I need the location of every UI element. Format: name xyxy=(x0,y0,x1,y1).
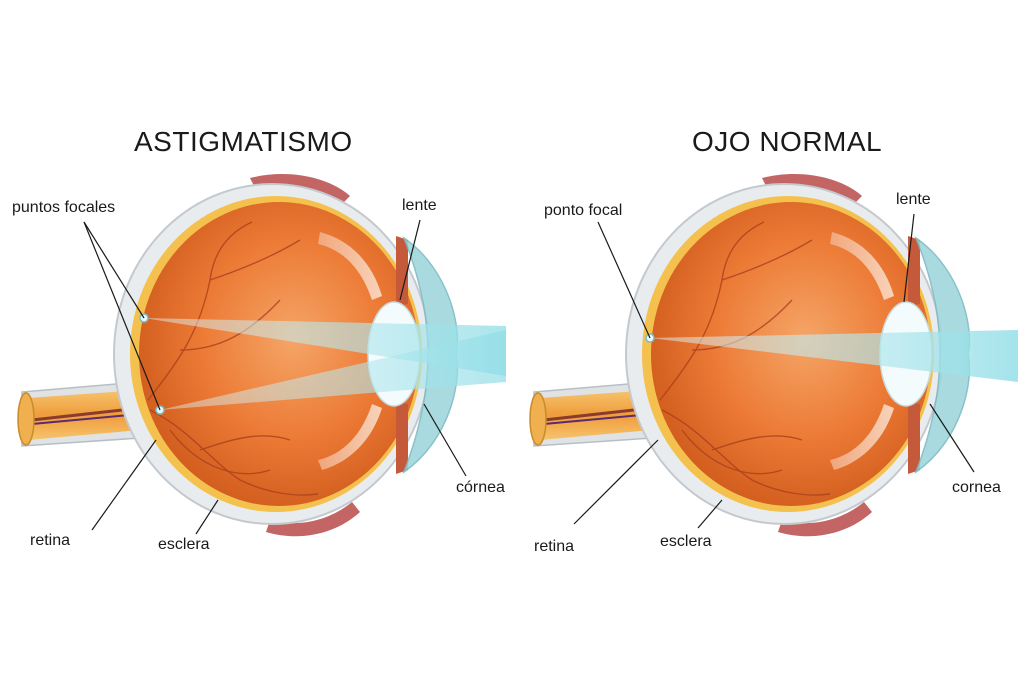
blood-vessels xyxy=(659,221,831,496)
astigmatism-eye-illustration xyxy=(17,174,506,537)
lens-label: lente xyxy=(896,191,931,208)
retina-label: retina xyxy=(30,532,71,549)
retina-label: retina xyxy=(534,538,575,555)
optic-nerve xyxy=(529,381,653,447)
iris xyxy=(396,236,408,306)
astigmatism-panel: ASTIGMATISMO puntos focales lente córnea… xyxy=(12,126,506,553)
lower-muscle xyxy=(778,502,872,537)
ciliary-body xyxy=(830,232,894,470)
iris xyxy=(908,236,920,306)
ciliary-body xyxy=(318,232,382,470)
cornea-label: córnea xyxy=(456,479,505,496)
iris-lower xyxy=(908,402,920,474)
cornea-label: cornea xyxy=(952,479,1001,496)
panel-title: OJO NORMAL xyxy=(692,126,883,157)
leader-lines xyxy=(83,219,467,535)
sclera-label: esclera xyxy=(158,536,210,553)
focal-point-label: ponto focal xyxy=(544,202,623,219)
normal-eye-panel: OJO NORMAL ponto focal lente cornea reti… xyxy=(512,0,1024,692)
lower-muscle xyxy=(266,502,360,537)
light-beams xyxy=(650,330,1018,382)
upper-muscle xyxy=(250,174,350,206)
blood-vessels xyxy=(147,221,319,496)
iris-lower xyxy=(396,402,408,474)
sclera-label: esclera xyxy=(660,533,712,550)
focal-points-label: puntos focales xyxy=(12,199,116,216)
lens-label: lente xyxy=(402,197,437,214)
light-beams xyxy=(144,318,506,410)
panel-title: ASTIGMATISMO xyxy=(134,126,353,157)
normal-eye-illustration xyxy=(529,174,1018,537)
leader-lines xyxy=(573,213,975,529)
vitreous-body xyxy=(139,202,419,506)
upper-muscle xyxy=(762,174,862,206)
